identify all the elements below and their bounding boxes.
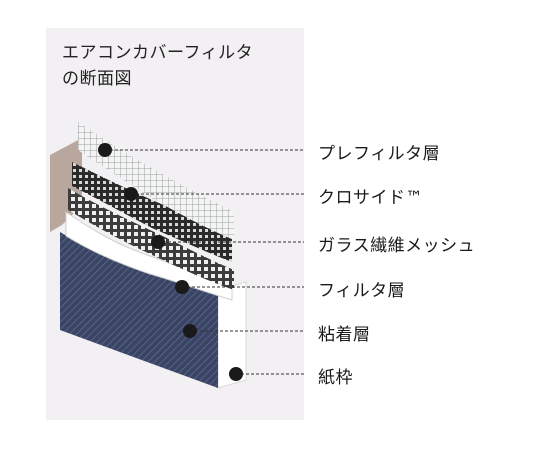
layer-label-paperframe: 紙枠 bbox=[318, 368, 353, 388]
glass-mesh-layer bbox=[68, 188, 234, 290]
leader-dot-prefilter bbox=[98, 143, 112, 157]
layer-label-adhesive: 粘着層 bbox=[318, 325, 371, 345]
crosside-layer bbox=[72, 162, 232, 262]
leader-dot-paperframe bbox=[229, 367, 243, 381]
leader-dot-crosside bbox=[124, 187, 138, 201]
diagram-title-line2: の断面図 bbox=[62, 69, 132, 89]
leader-lines bbox=[98, 143, 304, 381]
leader-dot-filter bbox=[175, 280, 189, 294]
leader-dot-glassmesh bbox=[151, 235, 165, 249]
diagram-title-line1: エアコンカバーフィルタ bbox=[62, 43, 254, 63]
prefilter-layer bbox=[78, 122, 234, 240]
filter-layer bbox=[65, 211, 233, 301]
leader-dot-adhesive bbox=[183, 324, 197, 338]
layer-label-crosside: クロサイド™ bbox=[318, 188, 423, 208]
layer-label-filter: フィルタ層 bbox=[318, 281, 406, 301]
adhesive-layer bbox=[60, 232, 218, 388]
layer-label-glassmesh: ガラス繊維メッシュ bbox=[318, 236, 476, 256]
layer-label-prefilter: プレフィルタ層 bbox=[318, 144, 441, 164]
